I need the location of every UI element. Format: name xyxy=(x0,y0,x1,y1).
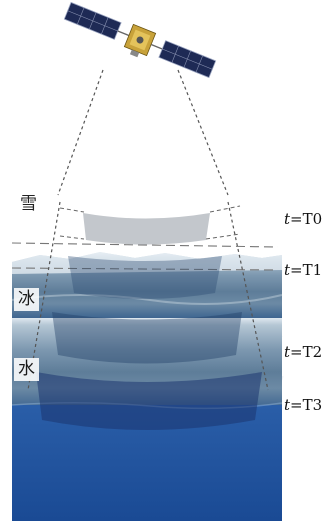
footprint-t1 xyxy=(68,256,222,299)
level-lines xyxy=(11,242,279,271)
time-marker-t1: t=T1 xyxy=(284,261,323,279)
footprint-t3 xyxy=(36,372,262,430)
ice-label: 冰 xyxy=(14,288,39,311)
footprint-t0 xyxy=(83,213,210,245)
snow-label: 雪 xyxy=(20,194,37,214)
satellite-icon xyxy=(63,1,217,79)
solar-panel-right xyxy=(158,40,217,79)
time-marker-t2: t=T2 xyxy=(284,343,323,361)
water-label: 水 xyxy=(14,358,39,381)
time-marker-t3: t=T3 xyxy=(284,396,323,414)
satellite-body xyxy=(123,23,157,58)
t0-marker-lines xyxy=(59,205,241,240)
solar-panel-left xyxy=(63,1,122,40)
time-marker-t0: t=T0 xyxy=(284,210,323,228)
footprint-t2 xyxy=(52,312,242,364)
